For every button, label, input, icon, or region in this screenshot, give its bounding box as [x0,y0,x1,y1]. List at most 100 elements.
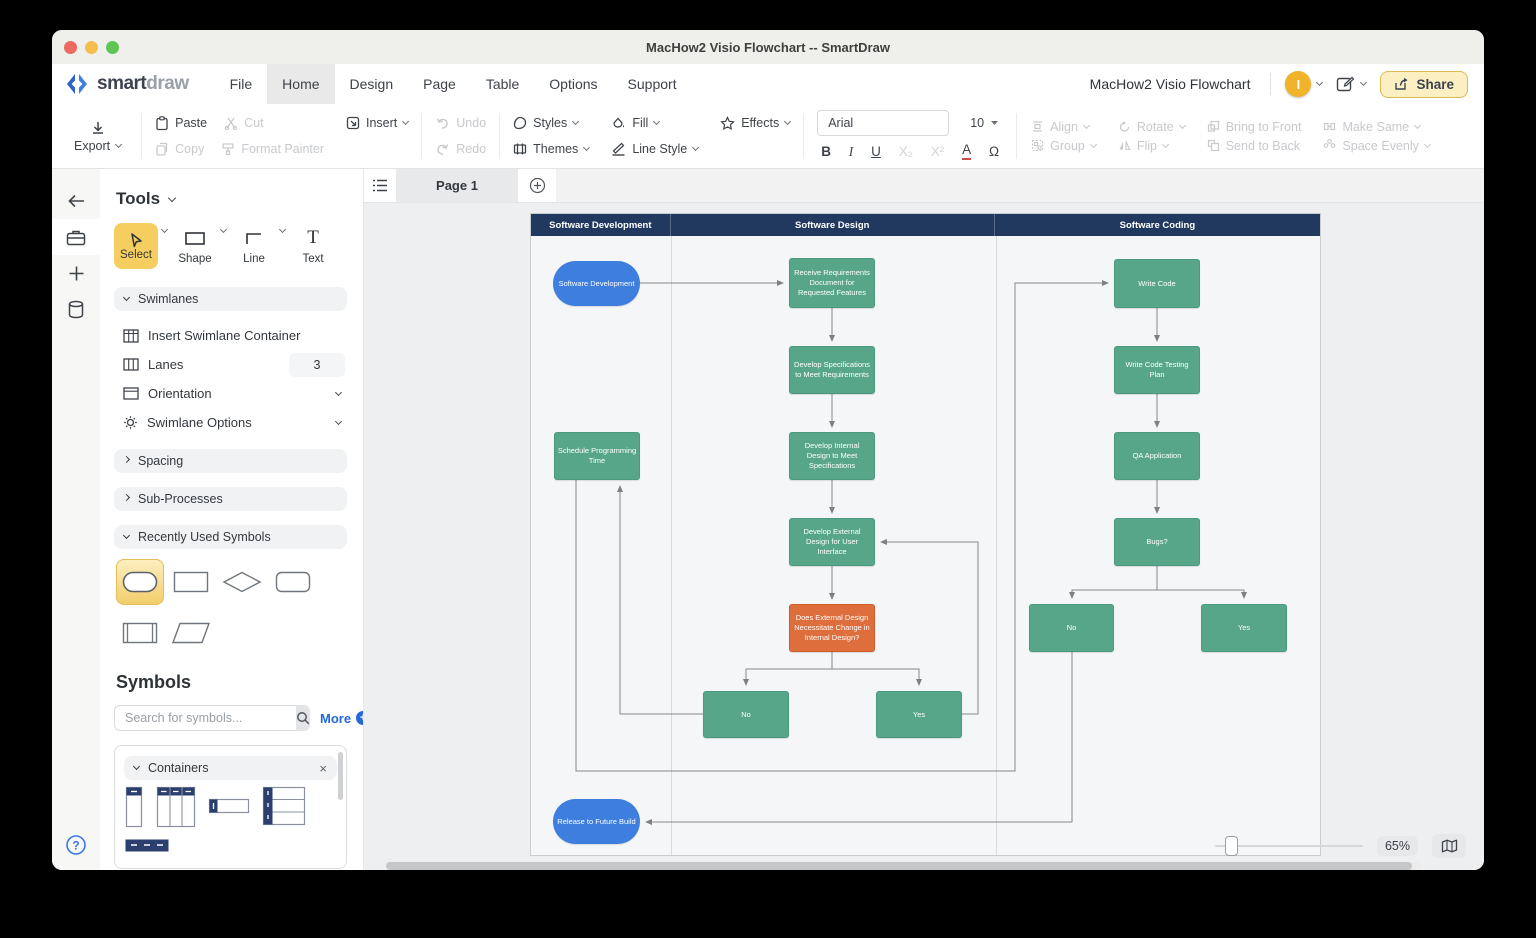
send-to-back-button[interactable]: Send to Back [1207,139,1302,153]
flow-node-design-yes[interactable]: Yes [876,691,962,738]
space-evenly-button[interactable]: Space Evenly [1323,139,1431,153]
data-panel-button[interactable] [52,291,100,327]
zoom-window-button[interactable] [106,40,119,54]
flow-node-schedule-programming-time[interactable]: Schedule Programming Time [554,432,640,480]
undo-button[interactable]: Undo [435,116,486,130]
styles-button[interactable]: Styles [513,116,580,130]
container-symbol-three-lanes-horizontal[interactable] [262,786,306,826]
make-same-button[interactable]: Make Same [1323,120,1429,134]
flow-node-coding-yes[interactable]: Yes [1201,604,1287,652]
flow-node-write-code-testing-plan[interactable]: Write Code Testing Plan [1114,346,1200,394]
flow-node-qa-application[interactable]: QA Application [1114,432,1200,480]
fill-button[interactable]: Fill [611,116,661,130]
menu-home[interactable]: Home [267,64,335,104]
symbol-predefined-process[interactable] [116,610,164,656]
flow-node-design-no[interactable]: No [703,691,789,738]
swimlanes-section-header[interactable]: Swimlanes [114,287,347,311]
italic-button[interactable]: I [848,143,854,159]
chevron-down-icon[interactable] [278,225,287,234]
format-painter-button[interactable]: Format Painter [221,142,324,156]
flow-node-external-design-decision[interactable]: Does External Design Necessitate Change … [789,604,875,652]
superscript-button[interactable]: X² [930,144,945,159]
redo-button[interactable]: Redo [435,142,486,156]
cut-button[interactable]: Cut [224,116,264,130]
swimlane-options-row[interactable]: Swimlane Options [114,408,347,437]
help-button[interactable]: ? [52,834,100,856]
container-symbol-partial[interactable] [124,838,170,852]
more-symbols-link[interactable]: More + [320,711,363,726]
close-icon[interactable]: × [319,760,327,776]
recently-used-section-header[interactable]: Recently Used Symbols [114,525,347,549]
add-page-button[interactable] [518,169,556,202]
flow-node-bugs[interactable]: Bugs? [1114,518,1200,566]
symbol-diamond[interactable] [218,559,266,605]
lane-header-software-coding[interactable]: Software Coding [994,214,1320,236]
select-tool[interactable]: Select [114,223,158,269]
back-button[interactable] [52,183,100,219]
lanes-count-input[interactable]: 3 [289,352,345,377]
menu-page[interactable]: Page [423,76,456,92]
line-tool[interactable]: Line [232,223,276,265]
flip-button[interactable]: Flip [1118,139,1185,153]
shape-tool[interactable]: Shape [173,223,217,265]
font-family-input[interactable] [817,110,950,136]
flow-node-develop-internal-design[interactable]: Develop Internal Design to Meet Specific… [789,432,875,480]
underline-button[interactable]: U [871,144,881,159]
text-tool[interactable]: T Text [302,227,324,265]
export-button[interactable]: Export [56,104,139,168]
zoom-slider[interactable] [1214,836,1363,856]
avatar[interactable]: I [1285,71,1312,97]
flow-node-start[interactable]: Software Development [553,261,640,306]
rotate-button[interactable]: Rotate [1118,120,1186,134]
bring-to-front-button[interactable]: Bring to Front [1207,120,1301,134]
page-tab[interactable]: Page 1 [396,169,518,202]
symbol-rounded-rectangle[interactable] [269,559,317,605]
menu-table[interactable]: Table [485,76,520,92]
container-symbol-vertical-lane[interactable] [124,786,144,828]
insert-swimlane-container-button[interactable]: Insert Swimlane Container [114,321,347,350]
subscript-button[interactable]: X₂ [898,144,913,159]
lane-header-software-development[interactable]: Software Development [531,214,671,236]
container-symbol-horizontal-lane[interactable] [208,798,250,814]
tools-panel-title[interactable]: Tools [116,189,347,209]
group-button[interactable]: Group [1031,139,1097,153]
close-window-button[interactable] [64,40,77,54]
effects-button[interactable]: Effects [720,115,792,131]
drawing-canvas[interactable]: Software Development Software Design Sof… [364,203,1484,870]
line-style-button[interactable]: Line Style [611,142,700,156]
symbol-rectangle[interactable] [167,559,215,605]
menu-options[interactable]: Options [549,76,598,92]
toolbox-panel-button[interactable] [52,219,100,255]
symbol-ellipse[interactable] [116,559,164,605]
bold-button[interactable]: B [821,144,831,159]
overview-map-button[interactable] [1432,834,1466,858]
horizontal-scrollbar[interactable] [386,862,1422,870]
containers-section-header[interactable]: Containers × [124,756,337,780]
containers-scrollbar[interactable] [338,752,343,800]
special-character-button[interactable]: Ω [988,144,1000,159]
menu-support[interactable]: Support [627,76,677,92]
menu-file[interactable]: File [229,76,253,92]
spacing-section-header[interactable]: Spacing [114,449,347,473]
share-button[interactable]: Share [1380,70,1468,98]
add-panel-button[interactable] [52,255,100,291]
symbol-search-button[interactable] [296,705,310,731]
feedback-menu[interactable] [1336,76,1368,93]
font-size-select[interactable]: 10 [966,116,1003,130]
minimize-window-button[interactable] [85,40,98,54]
copy-button[interactable]: Copy [155,142,204,156]
horizontal-scrollbar-thumb[interactable] [386,862,1412,870]
themes-button[interactable]: Themes [513,142,591,156]
account-menu[interactable]: I [1285,71,1324,97]
align-button[interactable]: Align [1031,120,1096,134]
smartdraw-logo[interactable]: smartdraw [52,64,215,104]
symbol-search-input[interactable] [114,705,296,731]
lane-header-software-design[interactable]: Software Design [670,214,995,236]
swimlane-container[interactable]: Software Development Software Design Sof… [530,213,1321,856]
chevron-down-icon[interactable] [219,225,228,234]
container-symbol-three-lanes-vertical[interactable] [156,786,196,828]
flow-node-release[interactable]: Release to Future Build [553,799,640,844]
orientation-row[interactable]: Orientation [114,379,347,408]
chevron-down-icon[interactable] [160,225,169,234]
zoom-slider-handle[interactable] [1224,836,1238,856]
